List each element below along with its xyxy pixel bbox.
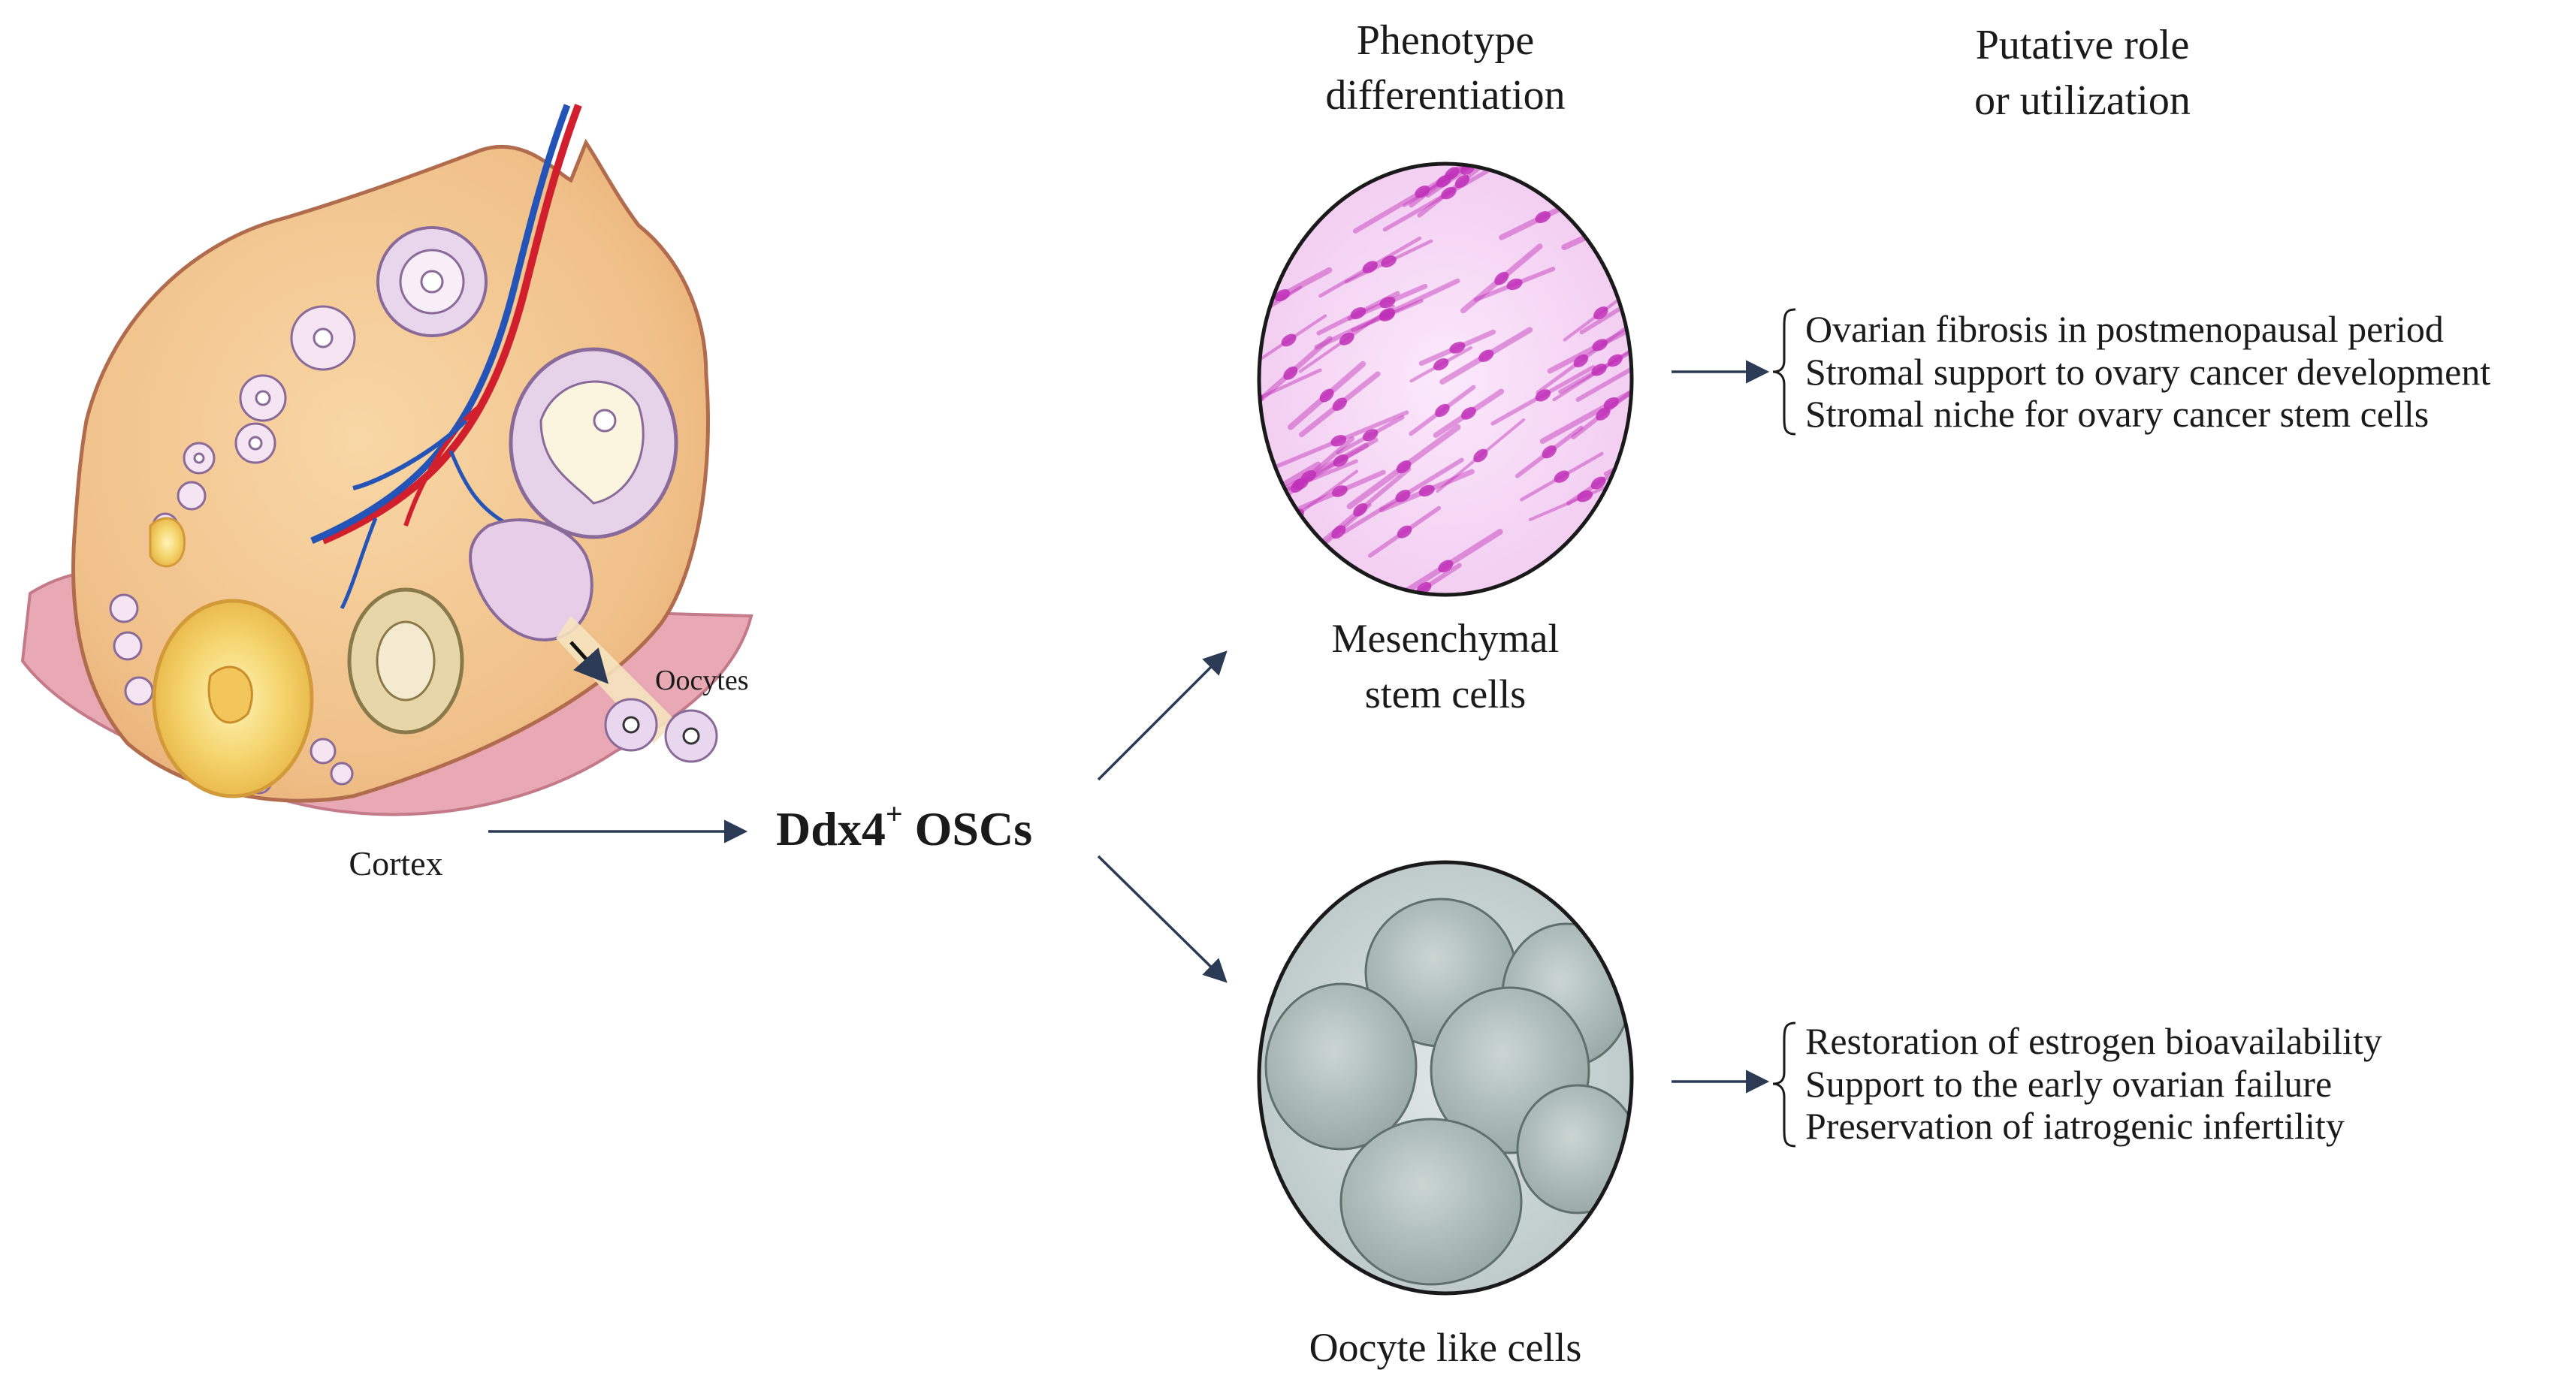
- msc-label-line1: Mesenchymal: [1332, 616, 1560, 661]
- header-phenotype-line2: differentiation: [1325, 72, 1565, 119]
- arrow-osc-to-msc: [1097, 650, 1228, 781]
- follicle-top: [376, 226, 488, 337]
- cortex-label: Cortex: [349, 844, 442, 883]
- header-phenotype-line1: Phenotype: [1357, 17, 1534, 64]
- msc-role-3: Stromal niche for ovary cancer stem cell…: [1805, 393, 2429, 435]
- osc-prefix: Ddx4: [776, 802, 886, 855]
- oocyte-role-2: Support to the early ovarian failure: [1805, 1063, 2332, 1105]
- header-role-line1: Putative role: [1976, 22, 2190, 68]
- msc-label-line2: stem cells: [1365, 671, 1526, 717]
- brace-msc-roles: [1772, 308, 1796, 436]
- header-role-line2: or utilization: [1974, 77, 2191, 124]
- mesenchymal-micrograph: [1257, 161, 1634, 597]
- released-oocytes: [604, 698, 718, 763]
- arrow-osc-to-oocyte: [1097, 855, 1228, 983]
- ovary-illustration: [20, 104, 753, 816]
- msc-role-2: Stromal support to ovary cancer developm…: [1805, 351, 2490, 393]
- brace-oocyte-roles: [1772, 1021, 1796, 1148]
- oocyte-micrograph: [1257, 860, 1634, 1296]
- oocyte-role-3: Preservation of iatrogenic infertility: [1805, 1105, 2345, 1147]
- oocyte-role-1: Restoration of estrogen bioavailability: [1805, 1020, 2382, 1062]
- oocyte-like-label: Oocyte like cells: [1309, 1325, 1582, 1370]
- osc-superscript: +: [886, 797, 903, 831]
- osc-label: Ddx4+ OSCs: [776, 797, 1032, 855]
- osc-suffix: OSCs: [903, 802, 1033, 855]
- msc-role-1: Ovarian fibrosis in postmenopausal perio…: [1805, 308, 2444, 350]
- oocytes-label: Oocytes: [655, 665, 749, 696]
- follicle-antral: [509, 347, 678, 539]
